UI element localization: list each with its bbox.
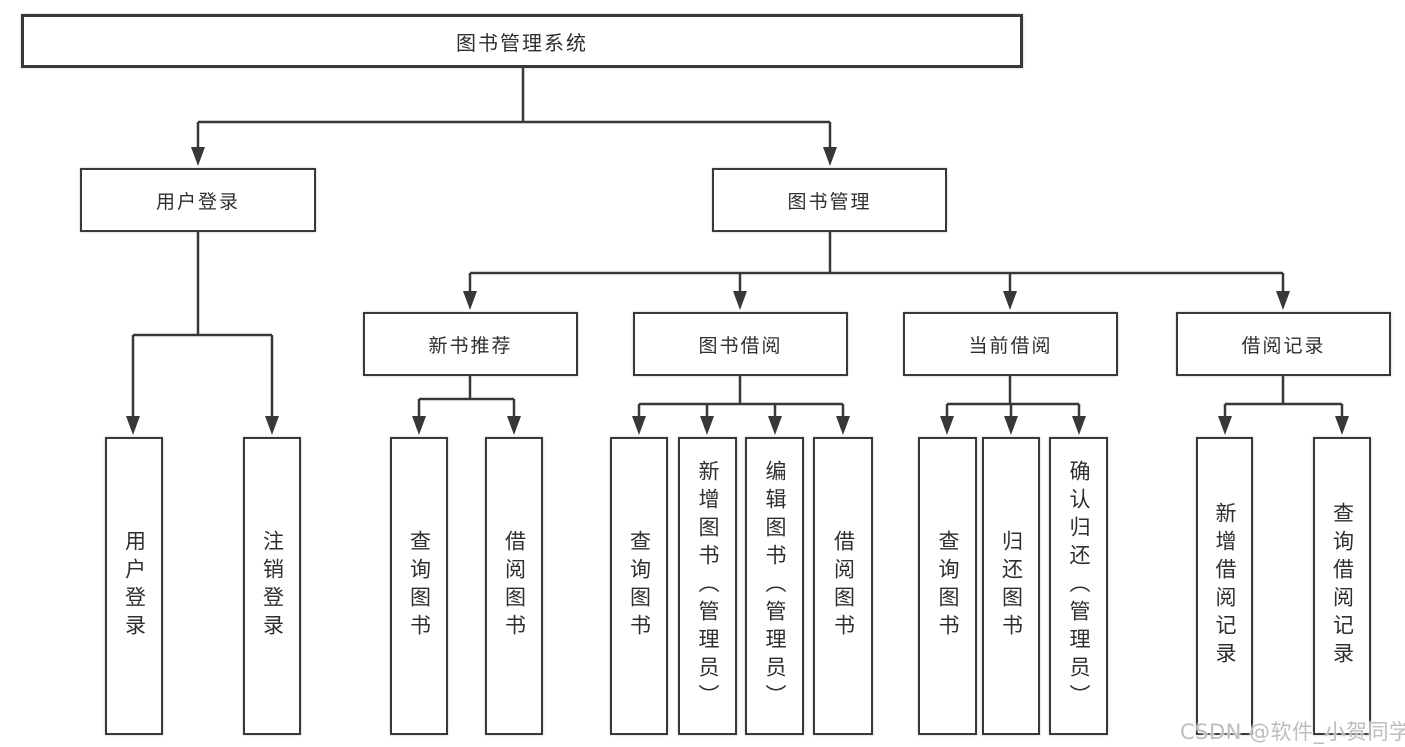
- node-label: 注销登录: [260, 530, 285, 642]
- node-label: 借阅图书: [502, 530, 527, 642]
- node-label: 新增图书（管理员）: [696, 460, 720, 712]
- node-label: 图书管理: [787, 190, 872, 213]
- node-current-borrowing: 当前借阅: [903, 312, 1118, 376]
- node-library-system: 图书管理系统: [21, 14, 1023, 68]
- node-leaf-confirm-return-admin: 确认归还（管理员）: [1049, 437, 1108, 735]
- node-label: 查询图书: [407, 530, 432, 642]
- node-label: 新书推荐: [428, 334, 513, 357]
- watermark-csdn: CSDN @软件_小贺同学: [1180, 720, 1405, 744]
- node-label: 新增借阅记录: [1213, 502, 1237, 670]
- node-leaf-logout: 注销登录: [243, 437, 301, 735]
- node-label: 编辑图书（管理员）: [763, 460, 787, 712]
- node-label: 借阅图书: [831, 530, 856, 642]
- node-leaf-add-books-admin: 新增图书（管理员）: [678, 437, 737, 735]
- node-label: 用户登录: [122, 530, 147, 642]
- node-label: 查询借阅记录: [1330, 502, 1355, 670]
- node-leaf-query-borrow-record: 查询借阅记录: [1313, 437, 1371, 735]
- node-label: 当前借阅: [968, 334, 1053, 357]
- node-label: 查询图书: [627, 530, 652, 642]
- node-leaf-borrow-books-1: 借阅图书: [485, 437, 543, 735]
- node-leaf-return-books: 归还图书: [982, 437, 1040, 735]
- node-label: 图书借阅: [698, 334, 783, 357]
- node-label: 查询图书: [936, 530, 960, 642]
- node-leaf-query-books-1: 查询图书: [390, 437, 448, 735]
- node-leaf-edit-books-admin: 编辑图书（管理员）: [745, 437, 804, 735]
- node-leaf-query-books-2: 查询图书: [610, 437, 668, 735]
- node-new-book-recommend: 新书推荐: [363, 312, 578, 376]
- node-label: 确认归还（管理员）: [1067, 460, 1091, 712]
- node-label: 用户登录: [155, 190, 240, 213]
- node-book-borrowing: 图书借阅: [633, 312, 848, 376]
- node-label: 借阅记录: [1241, 334, 1326, 357]
- node-label: 图书管理系统: [456, 30, 588, 55]
- node-leaf-query-books-3: 查询图书: [918, 437, 977, 735]
- node-leaf-add-borrow-record: 新增借阅记录: [1196, 437, 1253, 735]
- node-borrowing-records: 借阅记录: [1176, 312, 1391, 376]
- node-book-management: 图书管理: [712, 168, 947, 232]
- node-leaf-user-login: 用户登录: [105, 437, 163, 735]
- node-leaf-borrow-books-2: 借阅图书: [813, 437, 873, 735]
- node-user-login: 用户登录: [80, 168, 316, 232]
- node-label: 归还图书: [999, 530, 1024, 642]
